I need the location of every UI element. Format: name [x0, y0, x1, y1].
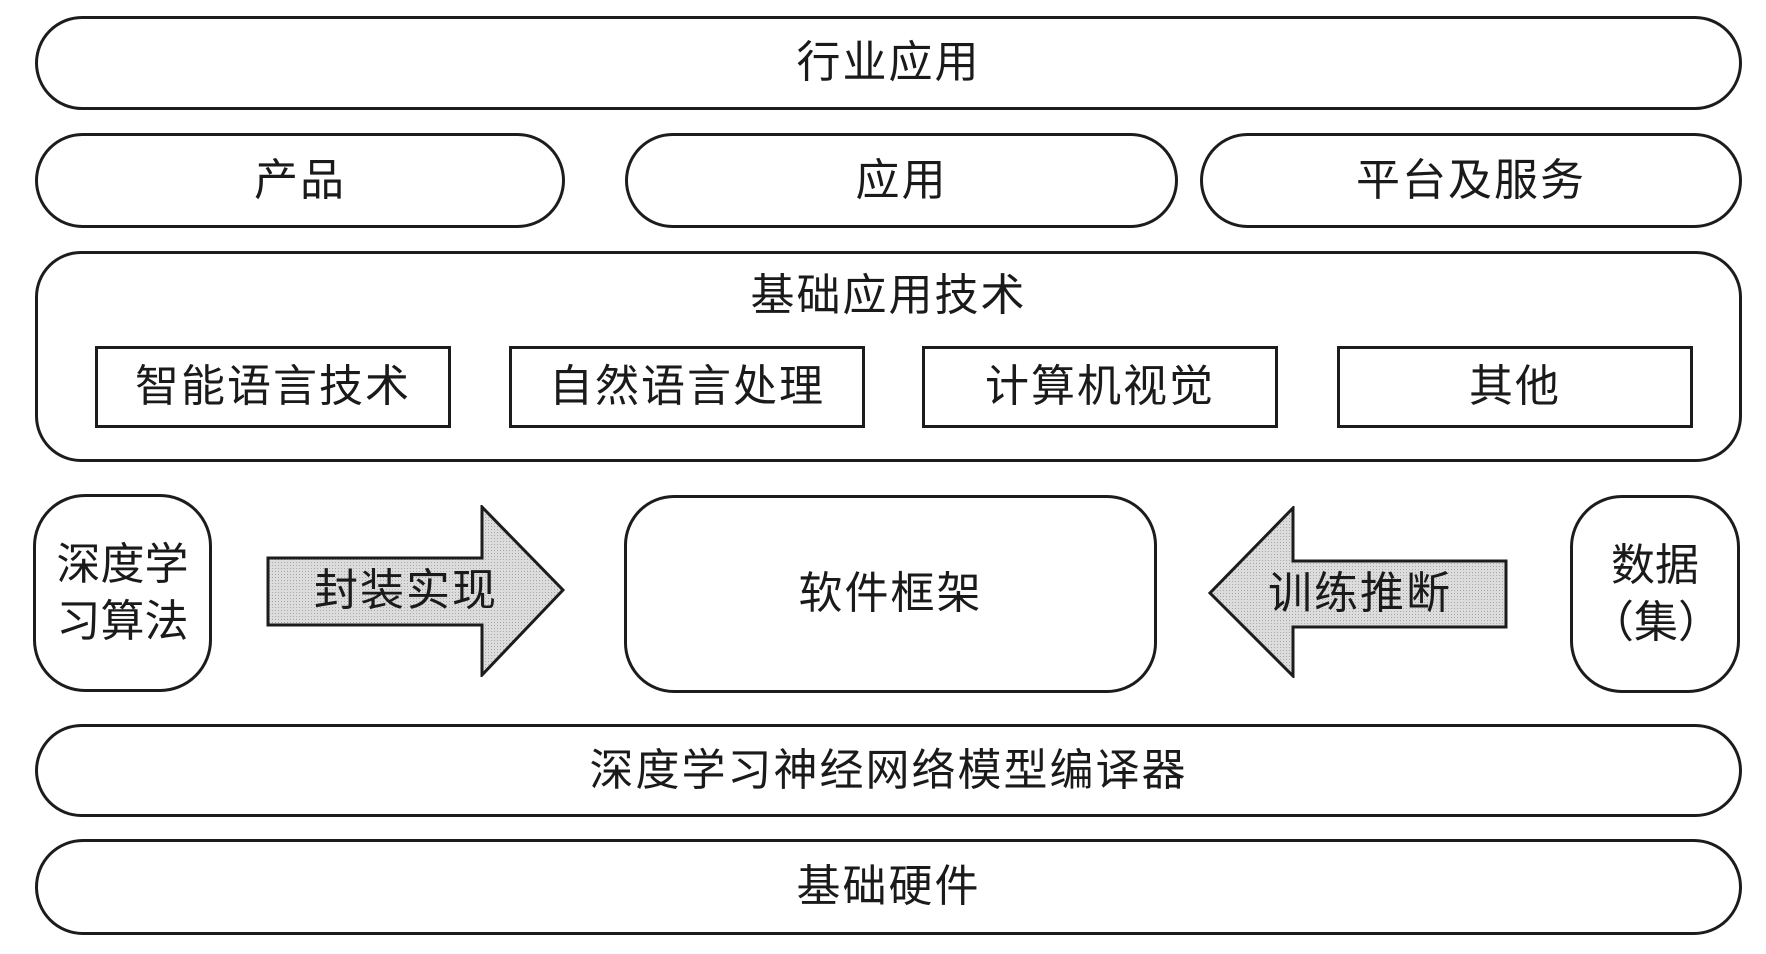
tech-box-intelligent-speech: 智能语言技术	[95, 346, 451, 428]
products-box: 产品	[35, 133, 565, 228]
tech-label: 自然语言处理	[549, 361, 825, 412]
compiler-label: 深度学习神经网络模型编译器	[589, 744, 1188, 796]
train-infer-arrow: 训练推断	[1208, 506, 1508, 678]
hardware-layer: 基础硬件	[35, 839, 1742, 935]
industry-application-layer: 行业应用	[35, 16, 1742, 110]
right-arrow-icon	[266, 505, 566, 677]
hardware-label: 基础硬件	[796, 861, 981, 912]
deep-learning-algorithm-box: 深度学习算法	[33, 494, 212, 692]
applications-box: 应用	[625, 133, 1178, 228]
tech-box-nlp: 自然语言处理	[509, 346, 865, 428]
compiler-layer: 深度学习神经网络模型编译器	[35, 724, 1742, 817]
tech-box-computer-vision: 计算机视觉	[922, 346, 1278, 428]
tech-label: 智能语言技术	[135, 361, 411, 412]
base-application-tech-layer: 基础应用技术 智能语言技术 自然语言处理 计算机视觉 其他	[35, 251, 1742, 462]
dataset-label: 数据（集）	[1590, 539, 1722, 648]
software-framework-box: 软件框架	[624, 495, 1157, 693]
software-framework-label: 软件框架	[798, 568, 983, 619]
dataset-box: 数据（集）	[1570, 495, 1740, 693]
encapsulate-label: 封装实现	[314, 565, 498, 616]
industry-application-label: 行业应用	[796, 37, 981, 88]
tech-box-other: 其他	[1337, 346, 1693, 428]
base-application-tech-title: 基础应用技术	[750, 270, 1027, 321]
platform-services-label: 平台及服务	[1356, 154, 1586, 206]
encapsulate-arrow: 封装实现	[266, 505, 566, 677]
tech-label: 其他	[1469, 361, 1561, 412]
deep-learning-algorithm-label: 深度学习算法	[56, 538, 189, 647]
train-infer-label: 训练推断	[1268, 568, 1452, 619]
applications-label: 应用	[855, 154, 948, 206]
tech-label: 计算机视觉	[985, 361, 1215, 412]
products-label: 产品	[254, 154, 346, 206]
left-arrow-icon	[1208, 506, 1508, 678]
platform-services-box: 平台及服务	[1200, 133, 1742, 228]
